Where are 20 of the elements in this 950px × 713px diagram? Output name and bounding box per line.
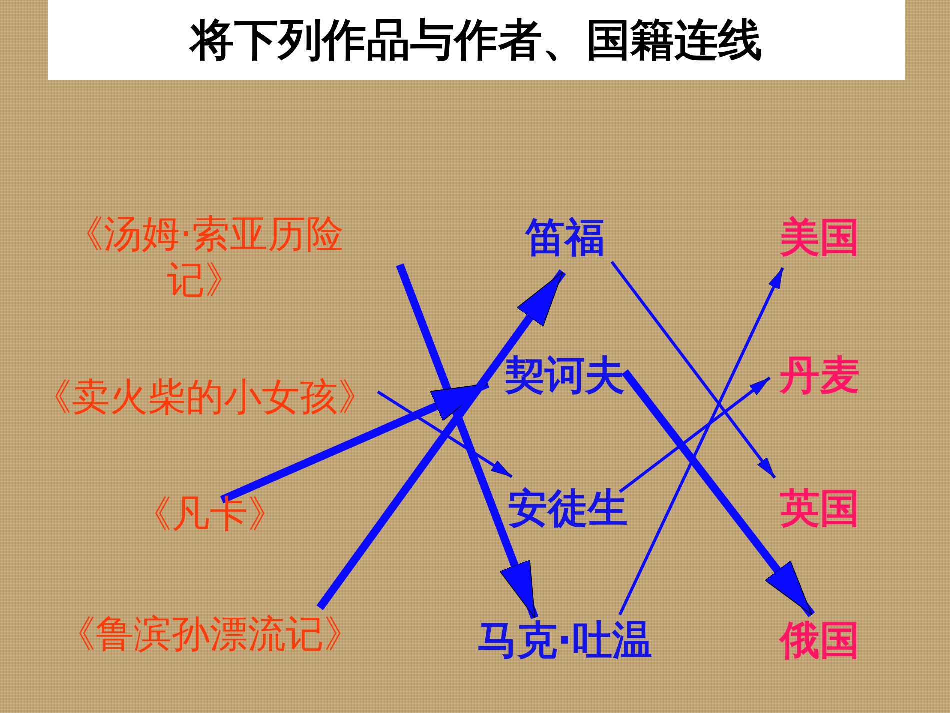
arrow (610, 261, 776, 479)
arrow (396, 264, 539, 620)
book-title: 《卖火柴的小女孩》 (34, 375, 376, 421)
book-title: 《凡卡》 (134, 492, 286, 538)
country-name: 英国 (780, 485, 860, 533)
arrow (622, 370, 816, 618)
author-name: 马克·吐温 (477, 617, 653, 665)
title: 将下列作品与作者、国籍连线 (48, 0, 905, 80)
country-name: 俄国 (780, 617, 860, 665)
arrow (316, 270, 566, 610)
book-title: 《鲁滨孙漂流记》 (58, 612, 362, 658)
author-name: 安徒生 (508, 485, 628, 533)
arrow (618, 267, 784, 616)
arrow (619, 376, 771, 494)
arrow (377, 390, 513, 478)
book-title: 《汤姆·索亚历险记》 (64, 212, 346, 304)
author-name: 笛福 (525, 214, 605, 262)
country-name: 美国 (780, 214, 860, 262)
country-name: 丹麦 (780, 352, 860, 400)
author-name: 契诃夫 (505, 352, 625, 400)
